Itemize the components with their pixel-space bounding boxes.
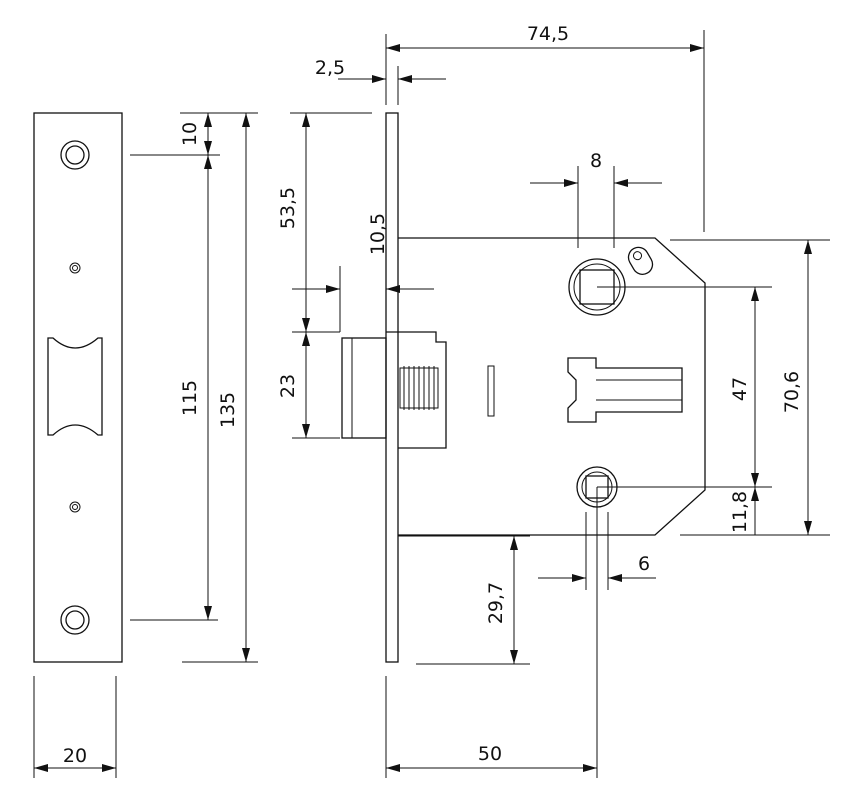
faceplate-outline bbox=[33, 112, 123, 663]
latch-housing bbox=[386, 331, 447, 449]
dim-label-6: 6 bbox=[638, 553, 650, 575]
dim-label-20: 20 bbox=[63, 745, 87, 767]
dim-label-10-5: 10,5 bbox=[367, 213, 389, 255]
small-hole-upper-outer bbox=[69, 262, 81, 274]
forend-plate bbox=[385, 112, 399, 663]
dim-2-5 bbox=[338, 34, 446, 105]
dim-label-47: 47 bbox=[729, 377, 751, 401]
dim-6 bbox=[538, 512, 656, 590]
dims-faceplate-vertical bbox=[130, 112, 258, 663]
case-slot bbox=[487, 365, 495, 417]
lock-case bbox=[398, 237, 706, 536]
dim-label-8: 8 bbox=[590, 150, 602, 172]
dim-label-53-5: 53,5 bbox=[277, 187, 299, 229]
dim-label-70-6: 70,6 bbox=[781, 371, 803, 413]
screw-hole-bottom-inner bbox=[65, 610, 85, 630]
dims-right-vertical bbox=[597, 239, 830, 536]
dim-8 bbox=[530, 166, 662, 248]
lock-side-view bbox=[341, 112, 706, 663]
latch-bolt-tip bbox=[341, 337, 353, 439]
small-hole-lower-inner bbox=[72, 504, 78, 510]
dim-label-2-5: 2,5 bbox=[315, 57, 345, 79]
latch-opening bbox=[47, 337, 103, 436]
latch-bolt bbox=[341, 337, 387, 439]
dim-label-29-7: 29,7 bbox=[485, 582, 507, 624]
dim-74-5 bbox=[386, 30, 705, 232]
dim-label-115: 115 bbox=[179, 380, 201, 416]
screw-hole-bottom-outer bbox=[60, 605, 90, 635]
faceplate-front-view bbox=[33, 112, 123, 663]
dim-label-10: 10 bbox=[179, 122, 201, 146]
dim-label-11-8: 11,8 bbox=[729, 491, 751, 533]
dim-label-23: 23 bbox=[277, 374, 299, 398]
small-hole-upper-inner bbox=[72, 265, 78, 271]
dim-10-5 bbox=[292, 266, 434, 332]
screw-hole-top-inner bbox=[65, 145, 85, 165]
screw-hole-top-outer bbox=[60, 140, 90, 170]
dim-label-135: 135 bbox=[217, 392, 239, 428]
dim-label-74-5: 74,5 bbox=[527, 23, 569, 45]
dim-50 bbox=[385, 487, 598, 778]
dim-20 bbox=[33, 676, 117, 778]
dim-29-7 bbox=[398, 535, 530, 665]
dims-backset-vertical bbox=[290, 112, 372, 439]
dim-label-50: 50 bbox=[478, 743, 502, 765]
latch-spring bbox=[403, 366, 435, 410]
lever-part bbox=[567, 357, 683, 423]
cam-pin bbox=[627, 246, 654, 275]
small-hole-lower-outer bbox=[69, 501, 81, 513]
